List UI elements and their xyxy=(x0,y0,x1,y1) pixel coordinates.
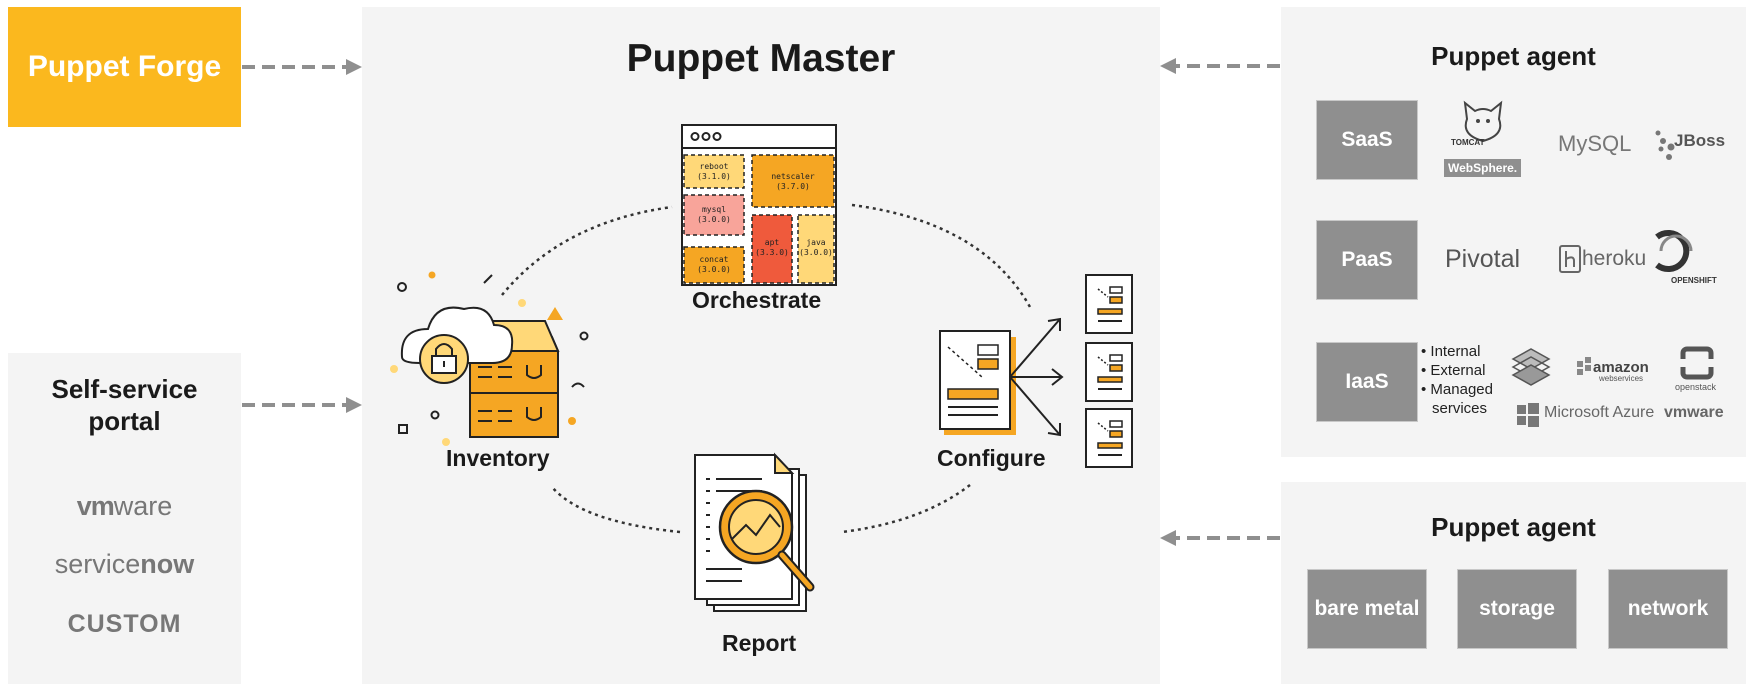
module-apt-name: apt xyxy=(765,238,780,247)
iaas-item-services: services xyxy=(1432,400,1488,417)
puppet-agent-title: Puppet agent xyxy=(1431,41,1596,71)
amazon-cubes-icon xyxy=(1577,357,1591,375)
portal-title-line1: Self-service xyxy=(51,374,198,404)
websphere-label: WebSphere. xyxy=(1444,159,1522,177)
module-concat-version: (3.0.0) xyxy=(697,265,731,274)
iaas-item-internal: Internal xyxy=(1421,342,1493,361)
configure-icon xyxy=(939,274,1133,468)
puppet-agent-infra-panel: Puppet agent bare metal storage network xyxy=(1281,482,1746,684)
openstack-label: openstack xyxy=(1675,382,1717,392)
module-apt-version: (3.3.0) xyxy=(755,248,789,257)
module-mysql-name: mysql xyxy=(702,205,726,214)
jboss-label: JBoss xyxy=(1674,131,1726,150)
module-netscaler-name: netscaler xyxy=(771,172,815,181)
saas-box: SaaS xyxy=(1316,100,1418,180)
vmware-logo-rest: ware xyxy=(113,491,173,521)
iaas-box: IaaS xyxy=(1316,342,1418,422)
inventory-icon xyxy=(390,271,589,446)
puppet-master-panel: Puppet Master reboot (3.1.0) netscaler (… xyxy=(362,7,1160,684)
portal-title: Self-service portal xyxy=(8,373,241,437)
arc-inventory-orchestrate xyxy=(501,205,673,296)
heroku-label: heroku xyxy=(1582,247,1647,270)
inventory-label: Inventory xyxy=(446,445,550,471)
puppet-forge-box: Puppet Forge xyxy=(8,7,241,127)
puppet-agent-title-bottom: Puppet agent xyxy=(1431,512,1596,542)
report-label: Report xyxy=(722,630,797,656)
iaas-item-managed: Managed xyxy=(1421,380,1493,399)
microsoft-azure-label: Microsoft Azure xyxy=(1544,404,1655,421)
storage-box: storage xyxy=(1457,569,1577,649)
arc-orchestrate-configure xyxy=(851,203,1032,308)
paas-box: PaaS xyxy=(1316,220,1418,300)
network-box: network xyxy=(1608,569,1728,649)
windows-logo-icon xyxy=(1517,403,1539,427)
openshift-label: OPENSHIFT xyxy=(1671,276,1717,285)
module-java xyxy=(797,214,835,284)
pivotal-label: Pivotal xyxy=(1445,245,1521,273)
arc-report-inventory xyxy=(551,486,681,534)
module-java-name: java xyxy=(806,238,825,247)
custom-label: CUSTOM xyxy=(67,610,182,638)
module-reboot-version: (3.1.0) xyxy=(697,172,731,181)
webservices-label: webservices xyxy=(1599,374,1644,383)
configure-label: Configure xyxy=(937,445,1046,471)
module-mysql xyxy=(683,194,745,236)
report-icon xyxy=(694,452,815,612)
module-concat xyxy=(683,246,745,284)
stack-logo-icon xyxy=(1511,348,1551,386)
servicenow-logo-bold: now xyxy=(140,549,195,579)
module-concat-name: concat xyxy=(700,255,729,264)
module-java-version: (3.0.0) xyxy=(799,248,833,257)
module-reboot xyxy=(683,154,745,189)
master-cycle-graphics: reboot (3.1.0) netscaler (3.7.0) mysql (… xyxy=(390,124,1133,612)
servicenow-logo-light: service xyxy=(54,549,141,579)
servicenow-logo: servicenow xyxy=(8,549,241,580)
portal-title-line2: portal xyxy=(88,406,161,436)
mysql-label: MySQL xyxy=(1558,131,1632,156)
iaas-list: Internal External Managed services xyxy=(1421,342,1493,418)
module-reboot-name: reboot xyxy=(700,162,729,171)
orchestrate-icon: reboot (3.1.0) netscaler (3.7.0) mysql (… xyxy=(681,124,837,286)
agent-vendor-graphics xyxy=(1463,100,1715,427)
module-netscaler-version: (3.7.0) xyxy=(776,182,810,191)
tomcat-logo-icon xyxy=(1463,100,1503,143)
jboss-logo-icon xyxy=(1655,130,1675,160)
bare-metal-box: bare metal xyxy=(1307,569,1427,649)
orchestrate-label: Orchestrate xyxy=(692,287,822,313)
puppet-master-title: Puppet Master xyxy=(626,37,896,80)
iaas-item-external: External xyxy=(1421,361,1493,380)
puppet-forge-label: Puppet Forge xyxy=(27,50,222,83)
vmware-logo-bold: vm xyxy=(76,491,115,521)
self-service-portal-panel: Self-service portal vmware servicenow CU… xyxy=(8,353,241,684)
heroku-logo-icon xyxy=(1559,245,1581,273)
module-mysql-version: (3.0.0) xyxy=(697,215,731,224)
module-netscaler xyxy=(751,154,835,208)
openstack-logo-icon xyxy=(1679,346,1715,380)
puppet-agent-cloud-panel: Puppet agent SaaS PaaS IaaS xyxy=(1281,7,1746,457)
amazon-label: amazon xyxy=(1593,359,1649,376)
tomcat-label: TOMCAT xyxy=(1451,138,1485,147)
vmware-iaas-label: vmware xyxy=(1664,404,1724,421)
module-apt xyxy=(751,214,793,284)
openshift-logo-icon xyxy=(1655,230,1693,272)
arc-configure-report xyxy=(841,484,971,534)
vmware-logo: vmware xyxy=(8,491,241,522)
